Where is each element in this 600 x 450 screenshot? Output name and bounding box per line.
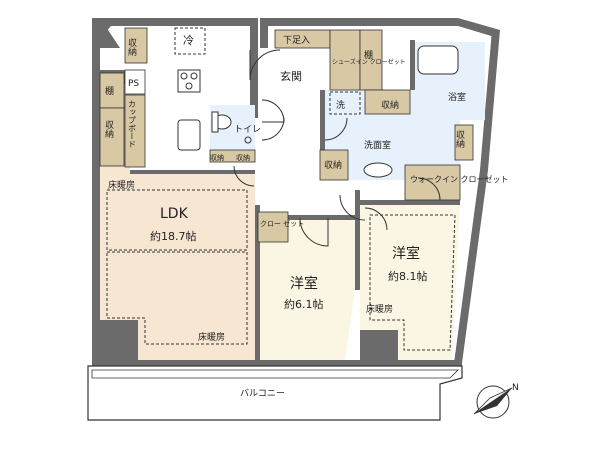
fridge-label: 冷 bbox=[183, 34, 194, 47]
storage-wash-label: 収納 bbox=[381, 99, 399, 111]
shoe-step-label: 下足入 bbox=[283, 35, 310, 46]
balcony bbox=[87, 365, 463, 421]
room2-floor bbox=[360, 205, 460, 360]
floor-heating-label-1: 床暖房 bbox=[108, 179, 135, 191]
entrance-label: 玄関 bbox=[280, 69, 302, 83]
ps-label: PS bbox=[128, 79, 139, 89]
north-arrow: N bbox=[473, 383, 519, 419]
storage-label-2: 収納 bbox=[103, 119, 114, 139]
entrance-floor bbox=[268, 48, 330, 90]
balcony-label: バルコニー bbox=[240, 388, 285, 399]
ldk-size: 約18.7帖 bbox=[150, 229, 197, 243]
cupboard-label: カップボード bbox=[128, 100, 137, 148]
wic-label: ウォークイン クローゼット bbox=[410, 174, 509, 184]
doors bbox=[233, 49, 441, 247]
fixtures bbox=[106, 27, 459, 351]
washroom-label: 洗面室 bbox=[364, 139, 391, 151]
storage-corridor-label: 収納 bbox=[324, 159, 342, 171]
room1-name: 洋室 bbox=[290, 275, 318, 292]
bath-label: 浴室 bbox=[448, 91, 466, 103]
storage-toilet-a: 収納 bbox=[210, 153, 224, 162]
storage-label-1: 収納 bbox=[126, 37, 137, 57]
ldk-name: LDK bbox=[160, 206, 189, 222]
shelf-label: 棚 bbox=[105, 85, 114, 97]
labels: 収納 冷 棚 PS 収納 カップボード 床暖房 LDK 約18.7帖 床暖房 ト… bbox=[103, 34, 509, 399]
storage-blocks bbox=[99, 27, 474, 243]
room2-name: 洋室 bbox=[392, 245, 420, 262]
room2-size: 約8.1帖 bbox=[388, 269, 428, 283]
storage-toilet-b: 収納 bbox=[236, 153, 250, 162]
floor-heating-label-2: 床暖房 bbox=[198, 331, 225, 343]
north-label: N bbox=[512, 383, 519, 393]
washer-label: 洗 bbox=[336, 99, 345, 111]
closet-label: クロー ゼット bbox=[260, 219, 304, 228]
ldk-floor bbox=[100, 84, 255, 360]
toilet-label: トイレ bbox=[234, 125, 261, 135]
shoe-closet-label: シューズイン クローゼット bbox=[332, 58, 406, 66]
floor-heating-label-3: 床暖房 bbox=[366, 303, 393, 315]
shelf-label-2: 棚 bbox=[364, 49, 373, 61]
room1-size: 約6.1帖 bbox=[284, 297, 324, 311]
storage-right-label: 収納 bbox=[454, 129, 465, 149]
room1-floor bbox=[260, 220, 355, 360]
